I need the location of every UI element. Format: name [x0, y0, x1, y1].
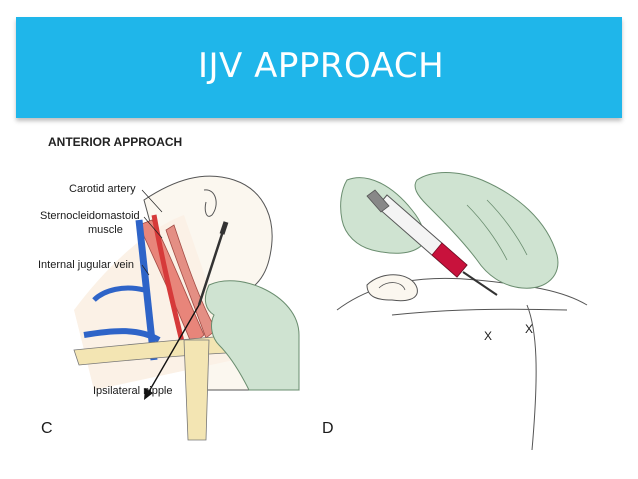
syringe-cannulation-illustration: [336, 172, 588, 450]
panel-letter-d: D: [322, 420, 334, 437]
label-ipsilateral-nipple: Ipsilateral nipple: [93, 385, 173, 397]
title-band: [16, 17, 622, 118]
label-carotid-artery: Carotid artery: [69, 183, 136, 195]
neck-anatomy-illustration: [73, 175, 300, 441]
label-sternocleidomastoid: Sternocleidomastoid: [40, 210, 140, 222]
landmark-mark-1: X: [484, 329, 493, 343]
slide-title: IJV APPROACH: [198, 46, 445, 86]
label-internal-jugular-vein: Internal jugular vein: [38, 259, 135, 271]
section-heading: ANTERIOR APPROACH: [48, 135, 183, 149]
panel-letter-c: C: [41, 420, 53, 437]
landmark-mark-2: X: [525, 322, 534, 336]
label-muscle: muscle: [88, 224, 123, 236]
